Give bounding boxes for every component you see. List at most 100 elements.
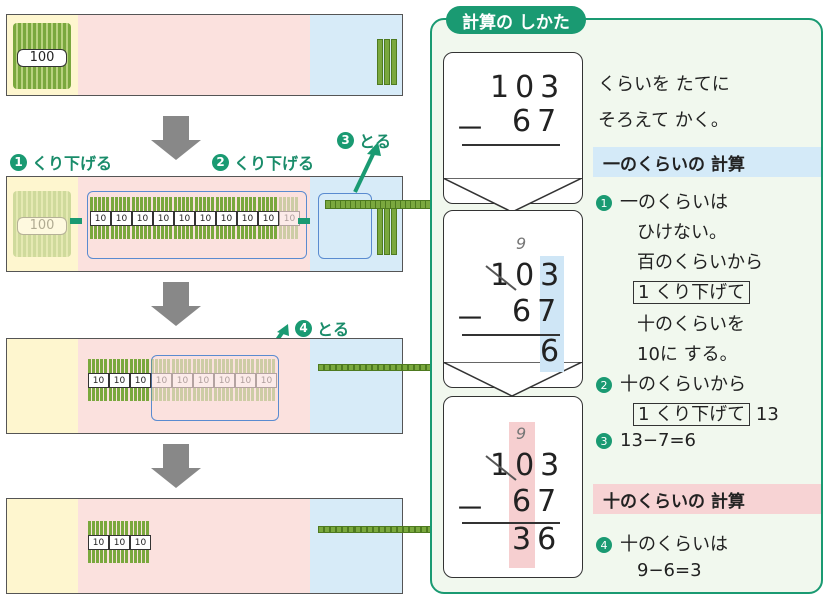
ten-bundle-icon: 10 — [258, 197, 279, 239]
ones-stick — [391, 39, 397, 85]
ones-stick — [366, 364, 372, 371]
ones-stick — [415, 526, 421, 533]
ten-bundle-label: 10 — [109, 535, 130, 550]
intro-line-1: くらいを たてに — [598, 74, 730, 95]
step4-line-2: 9−6=3 — [637, 560, 702, 581]
tens-highlight — [509, 422, 535, 568]
ones-stick — [324, 526, 330, 533]
ten-bundle-label: 10 — [172, 373, 193, 388]
hundreds-column: 100 — [7, 177, 79, 271]
hundred-bundle-label: 100 — [17, 49, 67, 67]
ten-bundle-label: 10 — [216, 211, 237, 226]
step1-number: 1 — [10, 153, 27, 171]
ten-bundle-label: 10 — [195, 211, 216, 226]
ten-bundle-icon: 10 — [279, 197, 300, 239]
borrow-mark: 9 — [516, 424, 527, 443]
ten-bundle-label: 10 — [153, 211, 174, 226]
ten-bundle-label: 10 — [193, 373, 214, 388]
ones-stick — [367, 526, 373, 533]
ones-stick — [390, 364, 396, 371]
ten-bundle-label: 10 — [214, 373, 235, 388]
problem-bottom: 67 — [512, 104, 563, 139]
ten-bundle-label: 10 — [88, 373, 109, 388]
step2-tag: 2 くり下げる — [212, 150, 314, 174]
ones-highlight — [540, 256, 564, 372]
ones-stick — [384, 203, 390, 255]
ten-bundle-icon: 10 — [193, 359, 214, 401]
ten-bundle-icon: 10 — [256, 359, 277, 401]
step3-arrow-icon — [353, 142, 381, 193]
hundred-bundle-icon: 100 — [13, 191, 71, 257]
step1-text: 一のくらいは — [620, 192, 728, 213]
intro-line-2: そろえて かく。 — [598, 110, 729, 131]
hundreds-column — [7, 339, 79, 433]
ones-stick — [421, 526, 427, 533]
step3-label: とる — [359, 132, 392, 151]
ten-bundle-label: 10 — [174, 211, 195, 226]
step1-line-2: ひけない。 — [637, 222, 727, 243]
step1-tag: 1 くり下げる — [10, 150, 112, 174]
ones-calc-band: 一のくらいの 計算 — [593, 147, 821, 177]
ten-bundle-label: 10 — [237, 211, 258, 226]
step2-box-text: 1 くり下げて — [633, 403, 751, 426]
answer-line — [462, 522, 560, 524]
ones-stick — [377, 203, 383, 255]
step2-box: 1 くり下げて 13 — [633, 400, 779, 426]
ones-stick — [361, 526, 367, 533]
step1-label: くり下げる — [32, 154, 113, 173]
ten-bundle-label: 10 — [132, 211, 153, 226]
tens-column — [78, 15, 311, 95]
panel-title: 計算の しかた — [446, 6, 586, 34]
ones-stick — [336, 364, 342, 371]
step1-box-text: 1 くり下げて — [633, 281, 751, 304]
step1-line-3: 百のくらいから — [637, 252, 763, 273]
regroup-arrow-icon — [298, 218, 310, 224]
ten-bundle-icon: 10 — [109, 359, 130, 401]
step3-number: 3 — [337, 131, 354, 149]
step1-box: 1 くり下げて — [633, 278, 751, 304]
ones-stick — [391, 203, 397, 255]
hundreds-column — [7, 499, 79, 593]
problem-bottom: 67 — [512, 294, 563, 329]
hundred-bundle-icon: 100 — [13, 23, 71, 89]
ten-bundle-icon: 10 — [235, 359, 256, 401]
ones-stick — [342, 526, 348, 533]
ones-stick — [377, 39, 383, 85]
ones-stick — [355, 526, 361, 533]
ones-stick — [324, 364, 330, 371]
card-pointer-icon — [443, 178, 582, 213]
step4-tag: 4 とる — [295, 316, 349, 340]
hundred-bundle-label: 100 — [17, 217, 67, 235]
step4-number: 4 — [295, 319, 312, 337]
place-value-board-4 — [6, 498, 403, 594]
ten-bundle-label: 10 — [279, 211, 300, 226]
ten-bundle-label: 10 — [90, 211, 111, 226]
ten-bundle-label: 10 — [151, 373, 172, 388]
step1-line-6: 10に する。 — [637, 344, 738, 365]
ones-stick — [373, 526, 379, 533]
ones-stick — [348, 526, 354, 533]
ones-stick — [354, 364, 360, 371]
ones-stick — [372, 364, 378, 371]
regroup-arrow-icon — [70, 218, 82, 224]
ones-stick — [391, 526, 397, 533]
step3-text: 13−7=6 — [620, 430, 696, 451]
ten-bundle-label: 10 — [109, 373, 130, 388]
step2-number: 2 — [212, 153, 229, 171]
ones-stick — [396, 364, 402, 371]
ten-bundle-label: 10 — [256, 373, 277, 388]
ones-stick — [342, 364, 348, 371]
strike-icon — [485, 265, 517, 291]
down-arrow-icon — [151, 116, 201, 160]
ten-bundle-icon: 10 — [151, 359, 172, 401]
ten-bundle-icon: 10 — [216, 197, 237, 239]
ones-stick — [409, 526, 415, 533]
place-value-board-3 — [6, 338, 403, 434]
borrow-mark: 9 — [516, 234, 527, 253]
ones-stick — [379, 526, 385, 533]
ones-stick — [318, 526, 324, 533]
hundreds-column: 100 — [7, 15, 79, 95]
ones-stick — [330, 364, 336, 371]
